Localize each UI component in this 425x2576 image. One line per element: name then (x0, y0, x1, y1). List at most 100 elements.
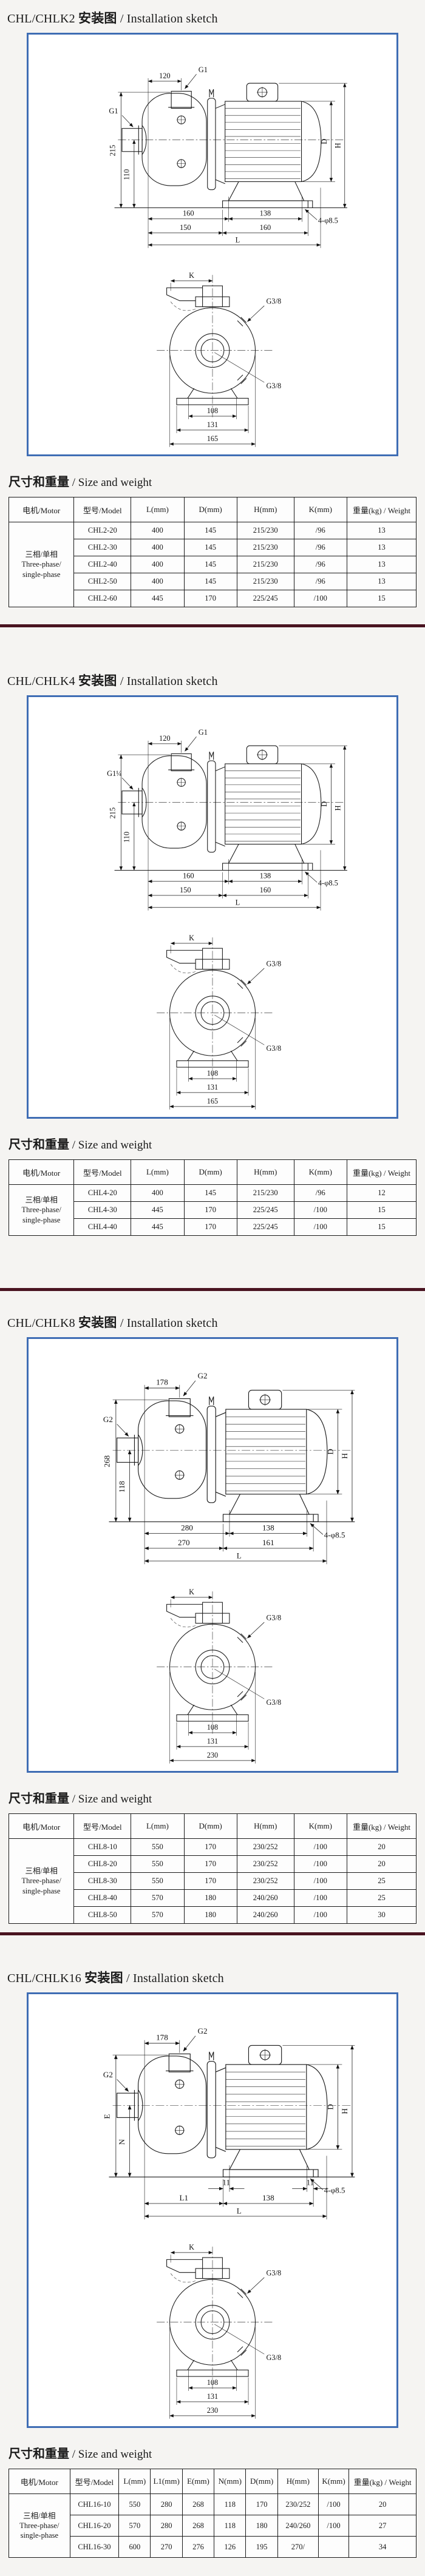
dim-left-inner: N (117, 2139, 126, 2145)
table-cell: 280 (150, 2515, 183, 2537)
size-weight-heading: 尺寸和重量 / Size and weight (8, 1789, 425, 1806)
plug-bottom-label: G3/8 (267, 382, 282, 390)
dim-h-label: H (340, 2108, 349, 2114)
dim-row1b: 11 (307, 2177, 314, 2187)
dim-overall-length: L (236, 899, 240, 907)
port-top-label: G1 (199, 728, 208, 737)
table-cell: 400 (131, 573, 185, 590)
title-zh: 安装图 (78, 673, 117, 688)
title-zh: 安装图 (78, 11, 117, 25)
table-cell: CHL2-40 (73, 556, 132, 573)
table-cell: CHL8-30 (73, 1872, 132, 1890)
column-header: D(mm) (183, 1159, 237, 1185)
title-en: / Installation sketch (120, 675, 218, 688)
title-model: CHL/CHLK8 (7, 1317, 75, 1330)
table-cell: 170 (183, 590, 237, 607)
table-cell: 170 (183, 1838, 237, 1856)
port-top-label: G2 (198, 1371, 208, 1380)
dim-row2a: 270 (178, 1538, 190, 1547)
dim-base2: 131 (207, 2392, 218, 2401)
column-header: H(mm) (236, 1813, 294, 1839)
dim-row2b: 138 (262, 2193, 274, 2202)
section-chlk8: CHL/CHLK8 安装图 / Installation sketch 178 … (0, 1291, 425, 1932)
table-cell: 230/252 (236, 1872, 294, 1890)
dim-left-inner: 110 (123, 832, 131, 843)
section-title: CHL/CHLK16 安装图 / Installation sketch (7, 1968, 425, 1986)
size-weight-zh: 尺寸和重量 (8, 1792, 69, 1806)
dim-row2a: 150 (180, 223, 191, 232)
table-cell: 13 (346, 522, 417, 539)
section-title: CHL/CHLK8 安装图 / Installation sketch (7, 1313, 425, 1331)
table-cell: 230/252 (277, 2493, 319, 2515)
table-cell: /100 (293, 1218, 347, 1236)
dim-h-label: H (333, 143, 342, 148)
dim-base2: 131 (207, 1737, 218, 1745)
size-weight-en: / Size and weight (72, 1139, 152, 1151)
table-cell: 170 (183, 1855, 237, 1873)
table-cell: /100 (293, 1855, 347, 1873)
holes-note: 4-φ8.5 (318, 216, 338, 224)
table-cell: 280 (150, 2493, 183, 2515)
column-header: 重量(kg) / Weight (346, 1159, 417, 1185)
side-view-drawing: 178 G2 G2 268 118 D H 280 138 270 161 L … (102, 1371, 396, 1570)
dim-row1a: 160 (183, 872, 194, 880)
table-cell: /100 (318, 2493, 350, 2515)
title-en: / Installation sketch (120, 1317, 218, 1330)
column-header: 型号/Model (73, 1159, 132, 1185)
dim-k-label: K (189, 934, 194, 942)
table-cell: 445 (131, 1201, 185, 1219)
front-view-drawing: K G3/8 G3/8 108 131 165 (29, 271, 282, 452)
table-cell: 180 (245, 2515, 278, 2537)
column-header: H(mm) (236, 497, 294, 522)
plug-top-label: G3/8 (267, 1614, 282, 1622)
table-cell: 145 (183, 522, 237, 539)
column-header: N(mm) (214, 2469, 246, 2494)
dim-row1a: 160 (183, 209, 194, 218)
dim-k-label: K (189, 271, 194, 280)
table-cell: 30 (346, 1906, 417, 1924)
table-cell: CHL4-40 (73, 1218, 132, 1236)
table-cell: CHL4-30 (73, 1201, 132, 1219)
table-cell: CHL2-20 (73, 522, 132, 539)
table-cell: 240/260 (236, 1906, 294, 1924)
table-cell: CHL2-50 (73, 573, 132, 590)
dim-k-label: K (189, 2243, 194, 2251)
dim-left-outer: E (102, 2114, 111, 2119)
dim-overall-length: L (236, 236, 240, 244)
column-header: 型号/Model (69, 2469, 120, 2494)
table-cell: 240/260 (236, 1889, 294, 1907)
dim-row1b: 138 (260, 209, 271, 218)
table-cell: 215/230 (236, 573, 294, 590)
table-cell: 195 (245, 2536, 278, 2558)
column-header: 重量(kg) / Weight (346, 1813, 417, 1839)
table-cell: /96 (293, 1184, 347, 1202)
table-cell: CHL8-10 (73, 1838, 132, 1856)
column-header: L(mm) (118, 2469, 151, 2494)
dim-row1b: 138 (262, 1523, 274, 1532)
column-header: H(mm) (277, 2469, 319, 2494)
side-view-drawing: 120 G1 G1 215 110 D H 160 138 150 160 L … (108, 66, 396, 253)
table-cell: /100 (293, 1889, 347, 1907)
holes-note: 4-φ8.5 (318, 878, 338, 887)
table-cell: /100 (293, 590, 347, 607)
dim-base3: 165 (207, 1097, 218, 1105)
size-weight-zh: 尺寸和重量 (8, 476, 69, 489)
table-cell: /100 (318, 2515, 350, 2537)
front-view-drawing: K G3/8 G3/8 108 131 230 (29, 2243, 281, 2424)
table-cell: 270/ (277, 2536, 319, 2558)
front-view-drawing: K G3/8 G3/8 108 131 230 (29, 1588, 282, 1768)
table-cell: 550 (118, 2493, 151, 2515)
table-cell: 445 (131, 1218, 185, 1236)
dim-left-inner: 118 (117, 1481, 126, 1493)
dim-base1: 108 (207, 406, 218, 415)
table-cell: 276 (182, 2536, 215, 2558)
